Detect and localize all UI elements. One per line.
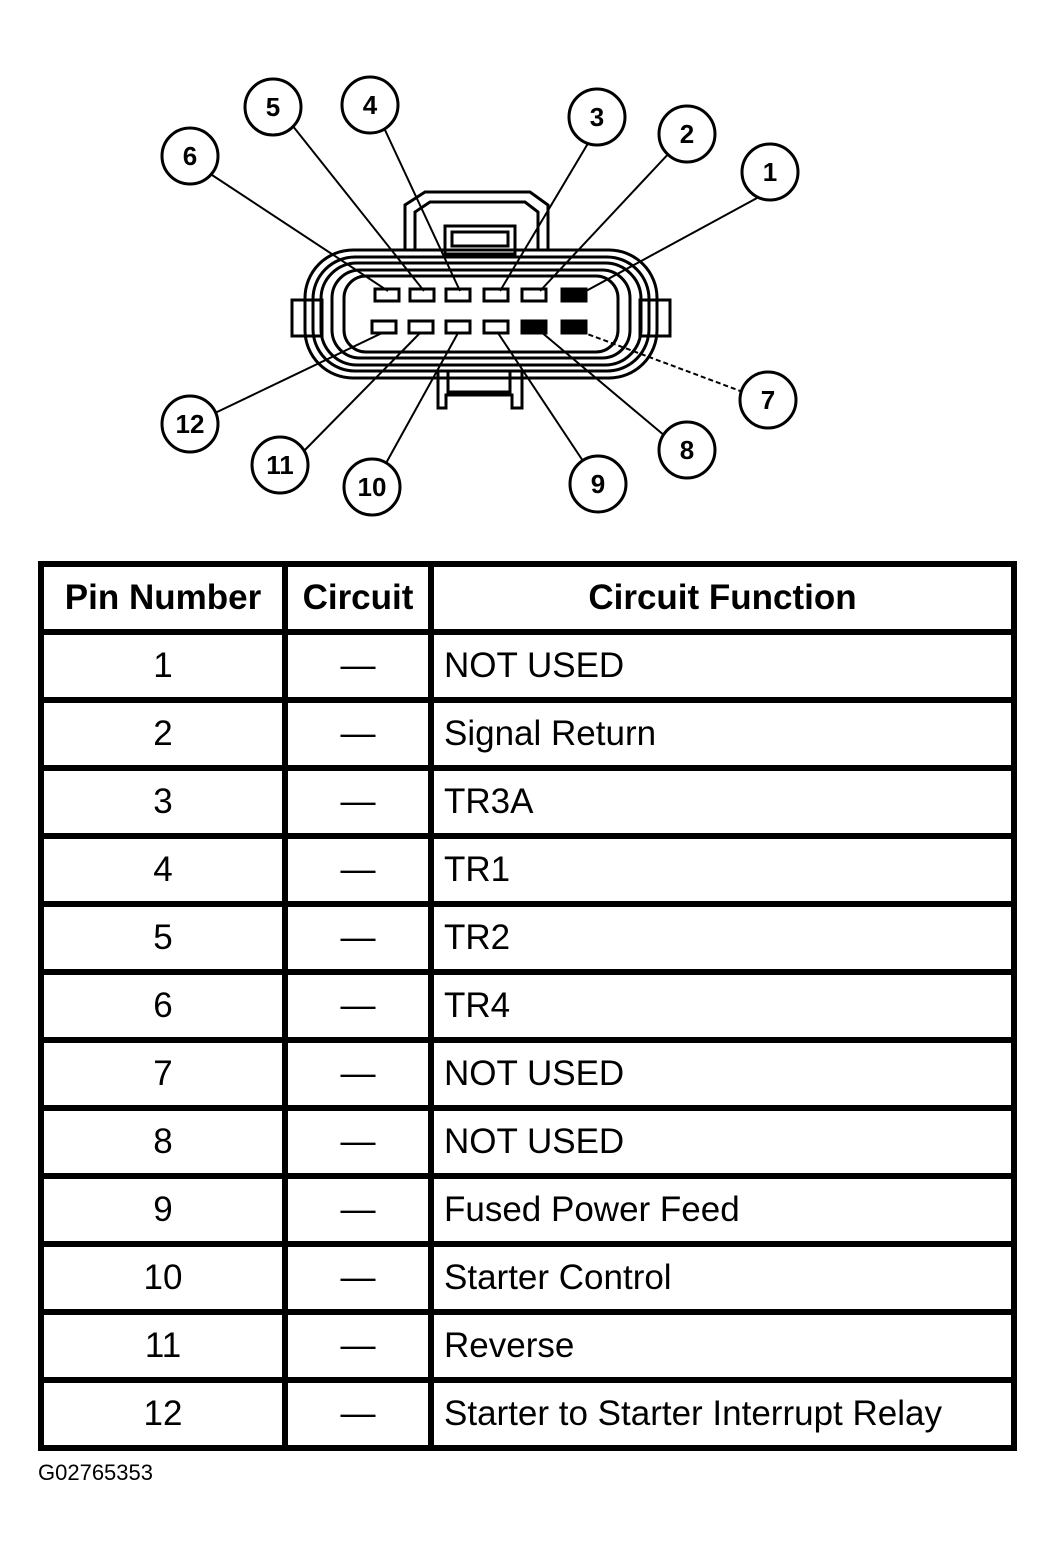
table-row: 4—TR1	[38, 833, 1017, 907]
table-row: 7—NOT USED	[38, 1037, 1017, 1111]
cavity-10	[444, 319, 472, 335]
cavity-9	[482, 319, 510, 335]
circuit-function: Fused Power Feed	[428, 1173, 1017, 1247]
cavity-6	[373, 287, 401, 303]
callout-7: 7	[761, 385, 775, 415]
pin-number: 6	[38, 969, 288, 1043]
circuit: —	[282, 629, 434, 703]
cavity-1	[560, 287, 588, 303]
circuit-function: TR4	[428, 969, 1017, 1043]
pin-number: 5	[38, 901, 288, 975]
callout-5: 5	[266, 92, 280, 122]
circuit-function: NOT USED	[428, 629, 1017, 703]
callout-8: 8	[680, 435, 694, 465]
cavity-2	[520, 287, 548, 303]
circuit-function: NOT USED	[428, 1037, 1017, 1111]
callout-3: 3	[590, 102, 604, 132]
callout-9: 9	[591, 469, 605, 499]
table-row: 2—Signal Return	[38, 697, 1017, 771]
table-row: 1—NOT USED	[38, 629, 1017, 703]
table-row: 9—Fused Power Feed	[38, 1173, 1017, 1247]
cavity-11	[407, 319, 435, 335]
circuit: —	[282, 1377, 434, 1451]
circuit-function: TR2	[428, 901, 1017, 975]
connector-diagram: 1 2 3 4 5 6 7 8 9 10 11 12	[160, 75, 800, 517]
circuit: —	[282, 765, 434, 839]
pin-number: 9	[38, 1173, 288, 1247]
table-row: 11—Reverse	[38, 1309, 1017, 1383]
header-pin-number: Pin Number	[38, 561, 288, 635]
circuit-function: Signal Return	[428, 697, 1017, 771]
circuit: —	[282, 1037, 434, 1111]
callout-circles	[160, 75, 800, 517]
circuit: —	[282, 1309, 434, 1383]
callout-10: 10	[358, 472, 387, 502]
circuit: —	[282, 1173, 434, 1247]
pin-number: 8	[38, 1105, 288, 1179]
table-row: 12—Starter to Starter Interrupt Relay	[38, 1377, 1017, 1451]
pin-number: 12	[38, 1377, 288, 1451]
callout-11: 11	[266, 450, 294, 480]
pin-number: 3	[38, 765, 288, 839]
circuit-function: Starter to Starter Interrupt Relay	[428, 1377, 1017, 1451]
pin-number: 4	[38, 833, 288, 907]
header-circuit-function: Circuit Function	[428, 561, 1017, 635]
callout-labels: 1 2 3 4 5 6 7 8 9 10 11 12	[176, 90, 778, 502]
cavity-7	[560, 319, 588, 335]
circuit-function: Reverse	[428, 1309, 1017, 1383]
pin-number: 10	[38, 1241, 288, 1315]
cavity-3	[482, 287, 510, 303]
cavity-8	[520, 319, 548, 335]
circuit-function: TR3A	[428, 765, 1017, 839]
callout-1: 1	[763, 157, 777, 187]
pin-number: 11	[38, 1309, 288, 1383]
table-row: 6—TR4	[38, 969, 1017, 1043]
cavity-5	[408, 287, 436, 303]
circuit: —	[282, 1105, 434, 1179]
table-row: 3—TR3A	[38, 765, 1017, 839]
pin-number: 1	[38, 629, 288, 703]
cavity-12	[370, 319, 398, 335]
pin-function-table: Pin Number Circuit Circuit Function 1—NO…	[38, 561, 1017, 1451]
circuit: —	[282, 969, 434, 1043]
circuit-function: TR1	[428, 833, 1017, 907]
cavity-4	[444, 287, 472, 303]
callout-6: 6	[183, 141, 197, 171]
circuit: —	[282, 901, 434, 975]
figure-id: G02765353	[38, 1460, 153, 1485]
header-circuit: Circuit	[282, 561, 434, 635]
table-header-row: Pin Number Circuit Circuit Function	[38, 561, 1017, 635]
pin-number: 2	[38, 697, 288, 771]
table-row: 10—Starter Control	[38, 1241, 1017, 1315]
pin-number: 7	[38, 1037, 288, 1111]
terminal-cavities	[370, 287, 588, 335]
table-row: 5—TR2	[38, 901, 1017, 975]
callout-4: 4	[363, 90, 378, 120]
circuit: —	[282, 833, 434, 907]
circuit-function: Starter Control	[428, 1241, 1017, 1315]
table-row: 8—NOT USED	[38, 1105, 1017, 1179]
callout-12: 12	[176, 409, 205, 439]
circuit: —	[282, 697, 434, 771]
connector-body	[290, 190, 672, 410]
circuit: —	[282, 1241, 434, 1315]
leader-lines	[211, 124, 769, 466]
circuit-function: NOT USED	[428, 1105, 1017, 1179]
callout-2: 2	[680, 119, 694, 149]
